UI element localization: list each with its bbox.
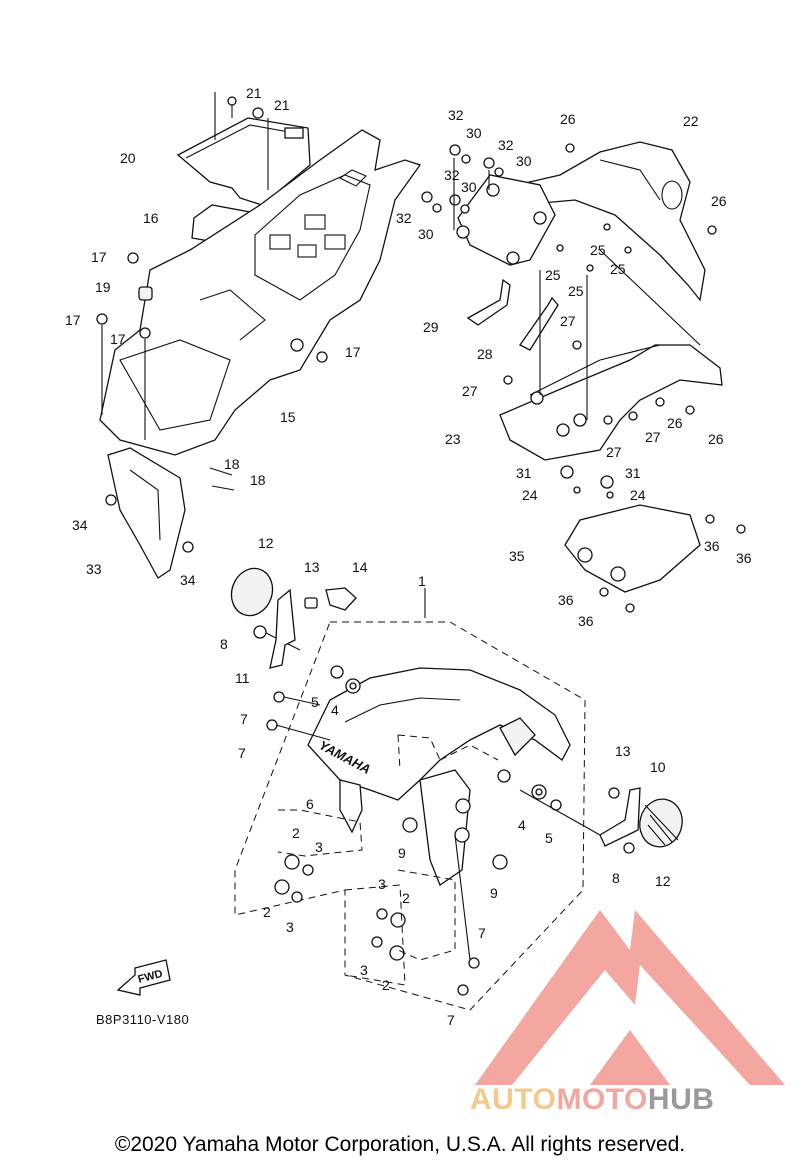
callout: 36 (558, 592, 574, 608)
automotohub-logo-icon (475, 910, 785, 1085)
callout: 30 (461, 179, 477, 195)
callout: 34 (180, 572, 196, 588)
callout: 24 (522, 487, 538, 503)
callout: 27 (606, 444, 622, 460)
callout: 25 (610, 261, 626, 277)
callout: 32 (448, 107, 464, 123)
callout: 7 (238, 745, 246, 761)
reflector-right (599, 787, 683, 854)
callout: 36 (704, 538, 720, 554)
callout: 2 (263, 904, 271, 920)
callout-labels: 1 2 2 2 2 3 3 3 3 4 4 5 5 6 7 7 7 7 8 8 … (65, 85, 752, 1028)
callout: 30 (418, 226, 434, 242)
callout: 9 (490, 885, 498, 901)
callout: 21 (246, 85, 262, 101)
callout: 26 (708, 431, 724, 447)
callout: 28 (477, 346, 493, 362)
callout: 17 (345, 344, 361, 360)
callout: 25 (590, 242, 606, 258)
callout: 13 (304, 559, 320, 575)
callout: 29 (423, 319, 439, 335)
callout: 18 (250, 472, 266, 488)
callout: 36 (736, 550, 752, 566)
callout: 17 (91, 249, 107, 265)
callout: 25 (568, 283, 584, 299)
callout: 24 (630, 487, 646, 503)
fwd-arrow-icon: FWD (116, 959, 171, 996)
callout: 13 (615, 743, 631, 759)
watermark-text: AUTOMOTOHUB (470, 1083, 714, 1117)
callout: 12 (655, 873, 671, 889)
callout: 30 (466, 125, 482, 141)
callout: 17 (65, 312, 81, 328)
callout: 3 (378, 876, 386, 892)
callout: 22 (683, 113, 699, 129)
callout: 26 (667, 415, 683, 431)
reflector-left (230, 567, 357, 669)
callout: 27 (462, 383, 478, 399)
callout: 5 (545, 830, 553, 846)
callout: 4 (331, 702, 339, 718)
tail-bracket-assembly (421, 141, 746, 613)
callout: 31 (516, 465, 532, 481)
callout: 5 (311, 694, 319, 710)
diagram-code: B8P3110-V180 (96, 1012, 190, 1027)
callout: 7 (240, 711, 248, 727)
callout: 33 (86, 561, 102, 577)
callout: 19 (95, 279, 111, 295)
callout: 3 (360, 962, 368, 978)
callout: 2 (382, 977, 390, 993)
callout: 35 (509, 548, 525, 564)
callout: 25 (545, 267, 561, 283)
callout: 18 (224, 456, 240, 472)
callout: 27 (645, 429, 661, 445)
callout: 8 (612, 870, 620, 886)
callout: 1 (418, 573, 426, 589)
callout: 6 (306, 796, 314, 812)
watermark-moto: MOTO (556, 1083, 648, 1116)
callout: 32 (396, 210, 412, 226)
callout: 26 (711, 193, 727, 209)
callout: 10 (650, 759, 666, 775)
callout: 8 (220, 636, 228, 652)
copyright-notice: ©2020 Yamaha Motor Corporation, U.S.A. A… (114, 1133, 686, 1156)
callout: 7 (478, 925, 486, 941)
callout: 34 (72, 517, 88, 533)
callout: 14 (352, 559, 368, 575)
callout: 31 (625, 465, 641, 481)
callout: 36 (578, 613, 594, 629)
callout: 26 (560, 111, 576, 127)
callout: 2 (402, 890, 410, 906)
watermark-auto: AUTO (470, 1083, 557, 1116)
callout: 16 (143, 210, 159, 226)
callout: 20 (120, 150, 136, 166)
front-fender-assembly: YAMAHA (234, 588, 601, 1011)
callout: 11 (235, 670, 250, 686)
watermark-hub: HUB (647, 1083, 715, 1116)
callout: 30 (516, 153, 532, 169)
callout: 12 (258, 535, 274, 551)
callout: 3 (286, 919, 294, 935)
callout: 27 (560, 313, 576, 329)
callout: 32 (444, 167, 460, 183)
callout: 9 (398, 845, 406, 861)
callout: 3 (315, 839, 323, 855)
callout: 2 (292, 825, 300, 841)
callout: 23 (445, 431, 461, 447)
rear-fender-assembly (96, 92, 422, 579)
callout: 32 (498, 137, 514, 153)
callout: 21 (274, 97, 290, 113)
callout: 4 (518, 817, 526, 833)
callout: 15 (280, 409, 296, 425)
callout: 17 (110, 331, 126, 347)
callout: 7 (447, 1012, 455, 1028)
